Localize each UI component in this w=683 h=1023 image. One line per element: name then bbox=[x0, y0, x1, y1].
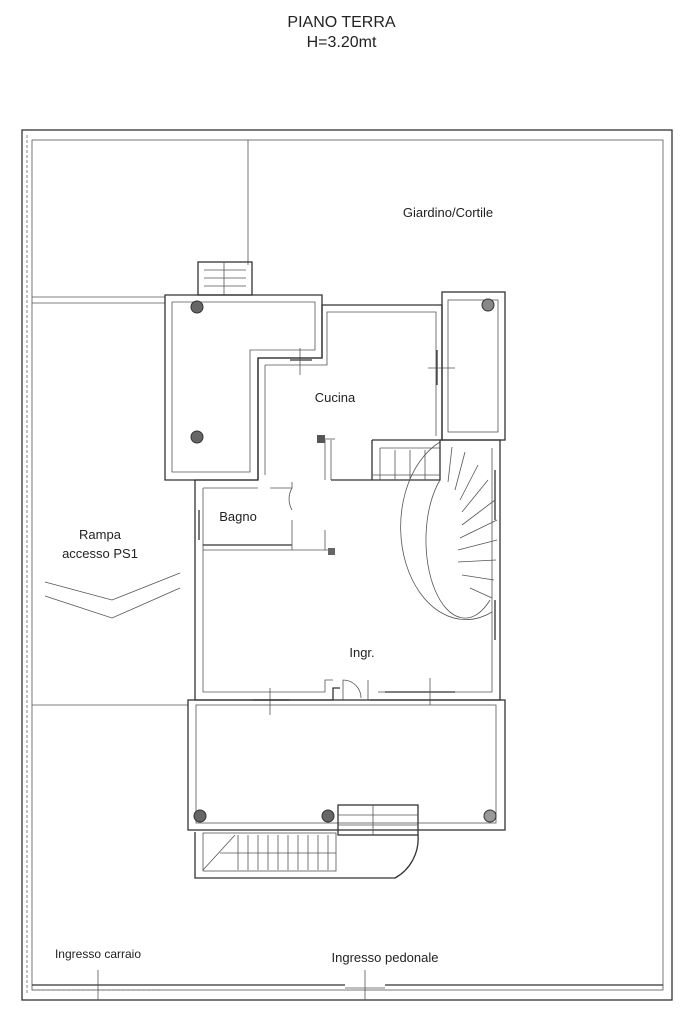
ramp-arrow-icon bbox=[44, 572, 181, 619]
front-fence bbox=[32, 970, 663, 1000]
porch-walls bbox=[187, 300, 506, 831]
property-boundary bbox=[21, 129, 673, 1001]
front-stair bbox=[194, 804, 419, 879]
bathroom-label: Bagno bbox=[219, 509, 257, 524]
garden-label: Giardino/Cortile bbox=[402, 205, 494, 220]
kitchen-label: Cucina bbox=[314, 390, 356, 405]
plan-title: PIANO TERRA bbox=[287, 14, 396, 31]
rear-terrace-walls bbox=[164, 294, 323, 481]
main-hall-walls bbox=[194, 439, 501, 715]
kitchen-walls bbox=[257, 304, 455, 480]
ramp-sublabel: accesso PS1 bbox=[62, 546, 138, 561]
internal-stair bbox=[379, 441, 498, 621]
pedestrian-gate-label: Ingresso pedonale bbox=[331, 950, 439, 965]
rear-stair bbox=[197, 261, 253, 296]
ceiling-height: H=3.20mt bbox=[306, 34, 377, 51]
vehicle-gate-label: Ingresso carraio bbox=[54, 947, 142, 961]
ramp-label: Rampa bbox=[79, 527, 121, 542]
side-room-walls bbox=[441, 291, 506, 441]
entrance-label: Ingr. bbox=[349, 645, 375, 660]
